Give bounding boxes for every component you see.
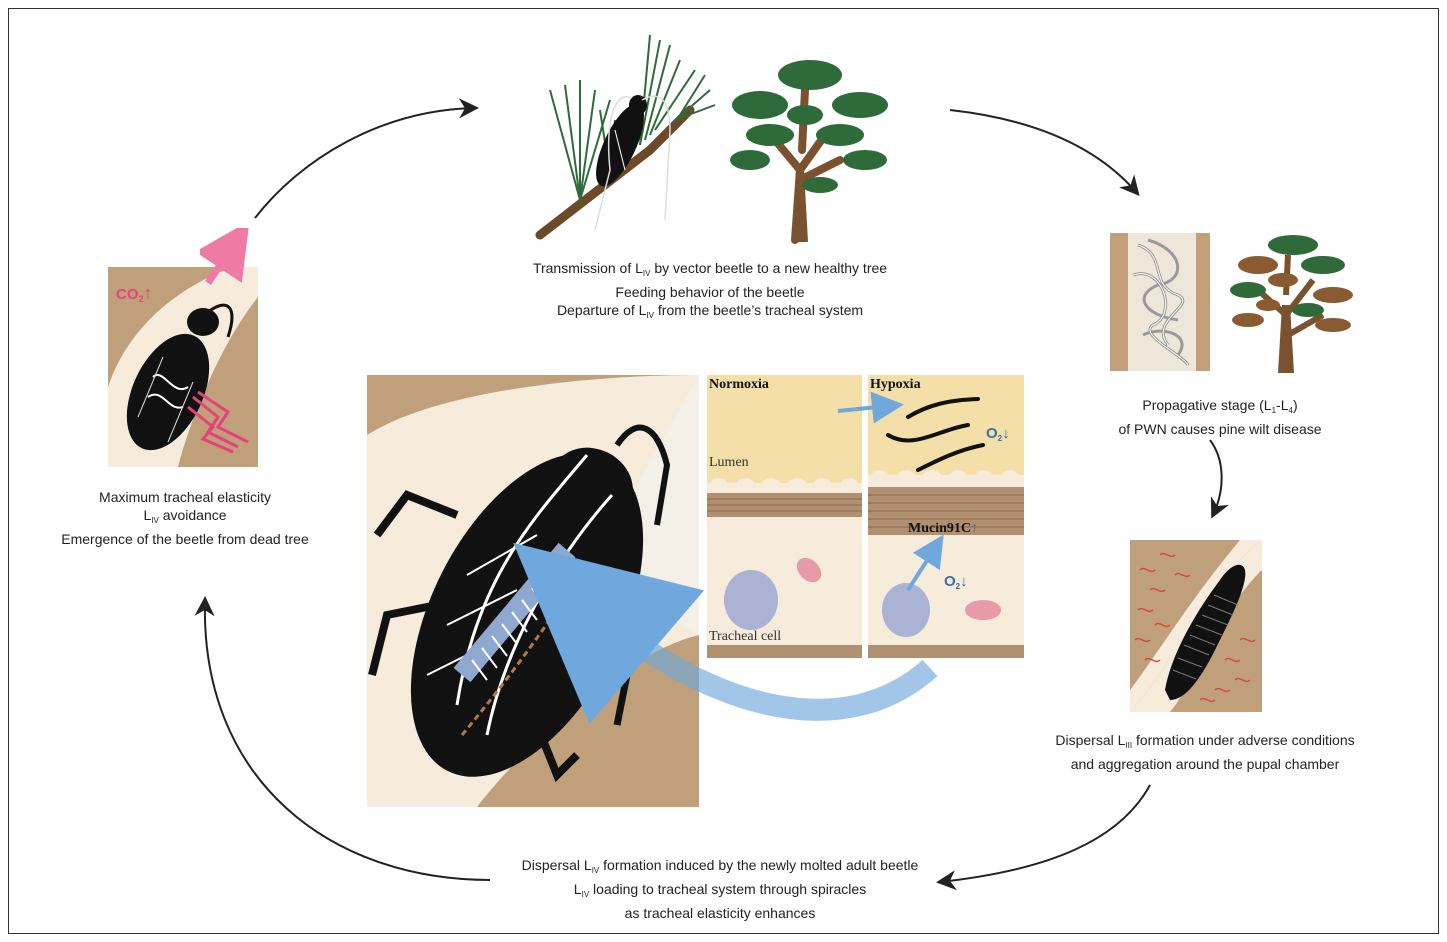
trachea-to-inset-arrow-icon (580, 600, 930, 710)
cell-to-mucin-arrow-icon (908, 548, 935, 590)
normoxia-to-hypoxia-arrow-icon (838, 406, 888, 411)
